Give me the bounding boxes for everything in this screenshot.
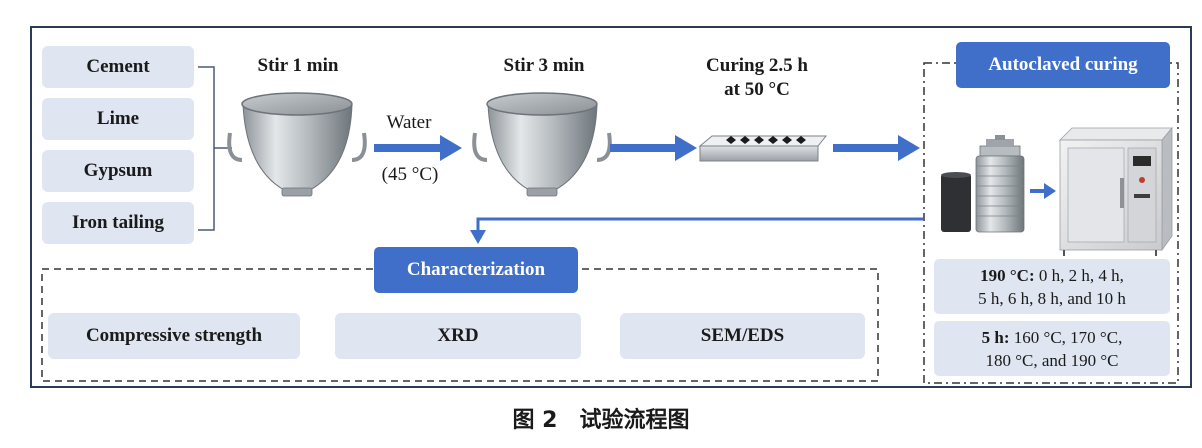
cond2-rest: 160 °C, 170 °C,: [1009, 328, 1123, 347]
cond1-bold: 190 °C:: [980, 266, 1035, 285]
step-water-temp: (45 °C): [381, 164, 439, 185]
cond2-line2: 180 °C, and 190 °C: [985, 351, 1119, 370]
method-sem-eds: SEM/EDS: [620, 313, 865, 359]
step-curing-line2: at 50 °C: [724, 79, 790, 100]
method-compressive-strength: Compressive strength: [48, 313, 300, 359]
step-stir-3min: Stir 3 min: [503, 55, 585, 76]
characterization-dashed-box: [41, 268, 879, 382]
cond1-rest: 0 h, 2 h, 4 h,: [1034, 266, 1124, 285]
drying-oven-icon: [1059, 126, 1173, 256]
material-lime: Lime: [42, 98, 194, 140]
cond1-line2: 5 h, 6 h, 8 h, and 10 h: [978, 289, 1126, 308]
method-xrd: XRD: [335, 313, 581, 359]
flow-arrow-to-characterization: [476, 217, 923, 232]
mixing-bowl-1-icon: [227, 92, 367, 197]
specimen-cylinder-icon: [941, 172, 971, 232]
flow-arrow-to-autoclave: [833, 135, 920, 161]
materials-bracket: [198, 66, 232, 231]
figure-caption: 图 2 试验流程图: [512, 408, 690, 433]
autoclave-condition-time: 5 h: 160 °C, 170 °C, 180 °C, and 190 °C: [934, 321, 1170, 376]
material-cement: Cement: [42, 46, 194, 88]
flow-arrow-to-curing: [610, 135, 697, 161]
characterization-title: Characterization: [374, 247, 578, 293]
autoclave-vessel-icon: [975, 135, 1025, 233]
autoclave-condition-temperature: 190 °C: 0 h, 2 h, 4 h, 5 h, 6 h, 8 h, an…: [934, 259, 1170, 314]
cond2-bold: 5 h:: [981, 328, 1010, 347]
flow-arrow-water: [374, 135, 462, 161]
step-curing-line1: Curing 2.5 h: [706, 55, 808, 76]
material-iron-tailing: Iron tailing: [42, 202, 194, 244]
step-water-label: Water: [386, 112, 432, 133]
mixing-bowl-2-icon: [472, 92, 612, 197]
autoclave-arrow-icon: [1030, 183, 1056, 199]
step-stir-1min: Stir 1 min: [257, 55, 339, 76]
diagram-frame: [30, 26, 1192, 388]
autoclaved-curing-title: Autoclaved curing: [956, 42, 1170, 88]
curing-mold-icon: [698, 135, 828, 162]
material-gypsum: Gypsum: [42, 150, 194, 192]
